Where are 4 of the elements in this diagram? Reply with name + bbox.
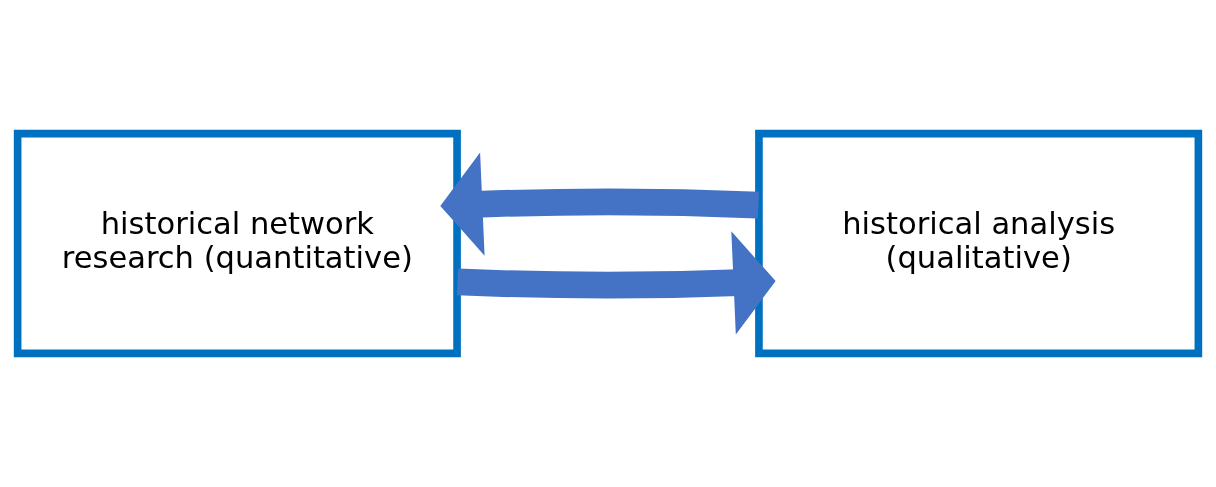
node-box: historical network research (quantitative) bbox=[13, 129, 461, 358]
node-box: historical analysis (qualitative) bbox=[755, 129, 1203, 358]
arrow bbox=[457, 231, 776, 335]
arrow bbox=[440, 152, 759, 256]
